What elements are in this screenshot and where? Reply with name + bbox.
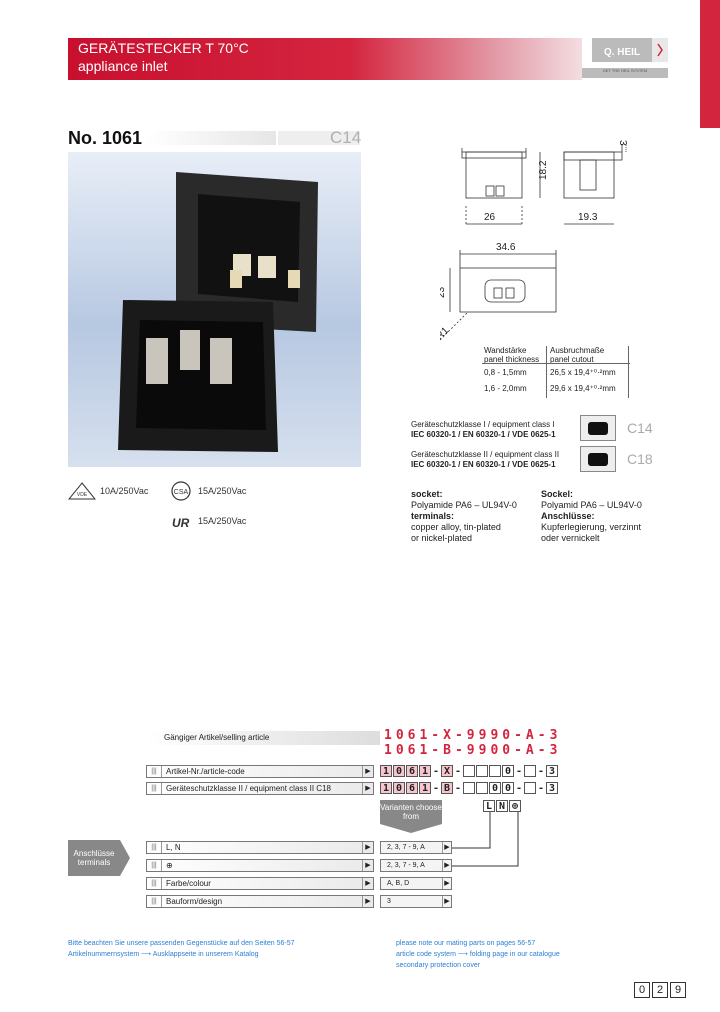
code-zero: 0 [489,782,501,794]
terminal-l[interactable]: L [483,800,495,812]
csa-rating: 15A/250Vac [198,486,247,496]
code-design: 3 [546,782,558,794]
svg-text:CSA: CSA [174,489,189,496]
svg-text:23: 23 [440,286,447,298]
design-row[interactable]: |||Bauform/design▶ [146,895,374,908]
pe-values[interactable]: 2, 3, 7 - 9, A▶ [380,859,452,872]
logo-subtitle: GET THE HEIL SYSTEM [582,68,668,78]
terminals-pe-row[interactable]: |||⊕▶ [146,859,374,872]
materials-en: socket: Polyamide PA6 – UL94V-0 terminal… [411,489,517,543]
svg-text:3: 3 [617,140,628,146]
terminal-selector: L N ⊕ [483,800,521,812]
code-digit: 1 [380,765,392,777]
vde-rating: 10A/250Vac [100,486,149,496]
footer-notes-de: Bitte beachten Sie unsere passenden Gege… [68,940,295,958]
class-i-label: Geräteschutzklasse I / equipment class I… [411,420,556,439]
terminals-ln-row[interactable]: |||L, N▶ [146,841,374,854]
code-digit: 1 [419,782,431,794]
code-slot[interactable] [463,782,475,794]
title-bar [278,131,360,145]
ur-rating: 15A/250Vac [198,516,247,526]
page-digit: 2 [652,982,668,998]
table-cell: 1,6 - 2,0mm [484,384,527,393]
table-divider [546,346,547,398]
terminal-pe[interactable]: ⊕ [509,800,521,812]
selling-code-1: 1061-X-9990-A-3 [384,728,562,743]
title-bar [146,131,276,145]
page-digit: 0 [634,982,650,998]
svg-text:VDE: VDE [77,492,88,498]
page-title-de: GERÄTESTECKER T 70°C [78,40,249,56]
product-photo [68,152,361,467]
code-slot[interactable] [463,765,475,777]
code-design: 3 [546,765,558,777]
svg-text:18.2: 18.2 [538,160,549,180]
selling-code-2: 1061-B-9900-A-3 [384,743,562,758]
article-code-row[interactable]: |||Artikel-Nr./article-code▶ [146,765,374,778]
connector-lines [440,812,519,867]
table-cell: 0,8 - 1,5mm [484,368,527,377]
table-divider [628,346,629,398]
svg-text:UR: UR [172,516,190,530]
svg-text:34.6: 34.6 [496,242,516,253]
code-digit: 0 [393,782,405,794]
page-digit: 9 [670,982,686,998]
ur-mark-icon: UR [170,514,194,535]
colour-row[interactable]: |||Farbe/colour▶ [146,877,374,890]
variants-button[interactable]: Varianten choose from [380,800,442,834]
materials-de: Sockel: Polyamid PA6 – UL94V-0 Anschlüss… [541,489,642,543]
product-number: No. 1061 [68,128,143,148]
code-slot[interactable] [476,782,488,794]
class-ii-code-boxes: 1 0 6 1 - B - 0 0 - - 3 [380,782,558,794]
code-digit: 6 [406,782,418,794]
code-slot[interactable] [476,765,488,777]
technical-drawing: 3 18.2 26 19.3 34.6 23 R1 [434,130,700,405]
table-cell: 29,6 x 19,4⁺⁰·²mm [550,384,616,393]
code-slot[interactable] [524,765,536,777]
page-number: 0 2 9 [634,982,686,998]
svg-text:R1: R1 [440,325,451,342]
svg-text:Q. HEIL: Q. HEIL [604,47,640,58]
code-zero: 0 [502,765,514,777]
page-title-en: appliance inlet [78,58,168,74]
c14-socket-icon [580,415,616,441]
selling-article-label: Gängiger Artikel/selling article [146,731,380,745]
code-digit: 6 [406,765,418,777]
design-values[interactable]: 3▶ [380,895,452,908]
code-b: B [441,782,453,794]
class-ii-row[interactable]: |||Geräteschutzklasse II / equipment cla… [146,782,374,795]
class-i-tag: C14 [627,420,653,436]
code-zero: 0 [502,782,514,794]
class-ii-label: Geräteschutzklasse II / equipment class … [411,450,560,469]
svg-text:19.3: 19.3 [578,212,598,223]
code-digit: 1 [419,765,431,777]
code-digit: 1 [380,782,392,794]
product-type-tag: C14 [330,128,362,147]
company-logo: Q. HEIL [582,34,668,66]
class-ii-tag: C18 [627,451,653,467]
code-slot[interactable] [524,782,536,794]
csa-mark-icon: CSA [170,480,192,507]
article-code-boxes: 1 0 6 1 - X - 0 - - 3 [380,765,558,777]
code-digit: 0 [393,765,405,777]
svg-text:26: 26 [484,212,496,223]
table-divider [482,363,630,364]
terminal-n[interactable]: N [496,800,508,812]
vde-mark-icon: VDE [67,482,97,505]
footer-notes-en: please note our mating parts on pages 56… [396,940,560,969]
table-cell: 26,5 x 19,4⁺⁰·²mm [550,368,616,377]
ln-values[interactable]: 2, 3, 7 - 9, A▶ [380,841,452,854]
code-slot[interactable] [489,765,501,777]
page-tab [700,0,720,128]
header-bar [68,38,582,80]
c18-socket-icon [580,446,616,472]
colour-values[interactable]: A, B, D▶ [380,877,452,890]
code-x: X [441,765,453,777]
